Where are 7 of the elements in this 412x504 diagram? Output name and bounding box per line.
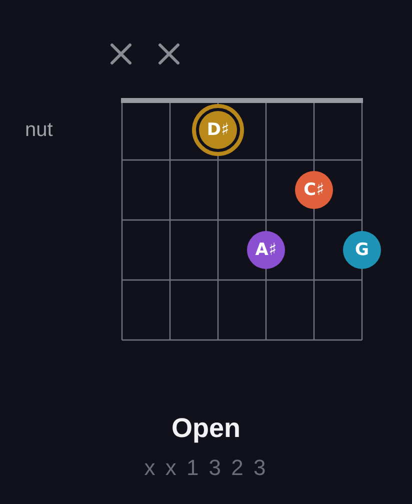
note-name: G bbox=[355, 242, 369, 258]
note-name: C♯ bbox=[304, 182, 324, 198]
note-name: D♯ bbox=[206, 122, 230, 138]
chord-title: Open bbox=[171, 412, 240, 444]
fingering-text: x x 1 3 2 3 bbox=[144, 454, 268, 482]
nut-label: nut bbox=[25, 118, 53, 142]
note-name: A♯ bbox=[255, 242, 277, 258]
